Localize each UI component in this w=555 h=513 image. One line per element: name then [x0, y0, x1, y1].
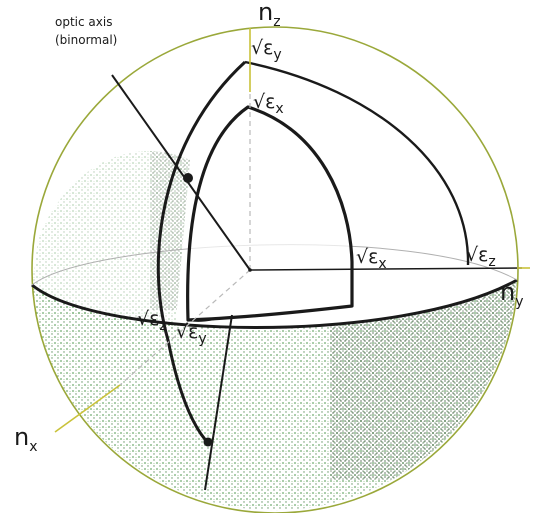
right-meridian	[244, 60, 470, 266]
origin-point	[248, 268, 252, 272]
label-sqrt-ex-top: √εx	[253, 91, 284, 117]
axis-label-nx: nx	[14, 423, 38, 455]
equator-front	[31, 278, 518, 329]
second-binormal-line	[204, 314, 233, 491]
inner-sheet	[186, 105, 354, 322]
x-axis-dashed	[119, 269, 251, 386]
label-sqrt-ez-left: √εz	[137, 308, 167, 334]
caption-line2: (binormal)	[55, 33, 117, 47]
dashed-axes	[119, 92, 251, 386]
label-sqrt-ez-right: √εz	[466, 244, 496, 270]
axis-label-nz: nz	[258, 0, 281, 30]
x-axis	[54, 384, 121, 433]
caption-line1: optic axis	[55, 15, 112, 29]
lower-axis-point	[203, 437, 213, 447]
label-sqrt-ey-top: √εy	[251, 37, 282, 63]
inner-lower-arc	[187, 317, 221, 322]
label-sqrt-ey-low: √εy	[176, 321, 207, 347]
front-meridian	[156, 60, 247, 447]
label-sqrt-ex-mid: √εx	[356, 246, 387, 272]
y-axis	[249, 267, 523, 271]
axis-label-ny: ny	[500, 278, 524, 310]
optic-axis-line	[111, 74, 251, 271]
optic-axis-point	[183, 173, 193, 183]
outer-sphere	[31, 26, 519, 513]
